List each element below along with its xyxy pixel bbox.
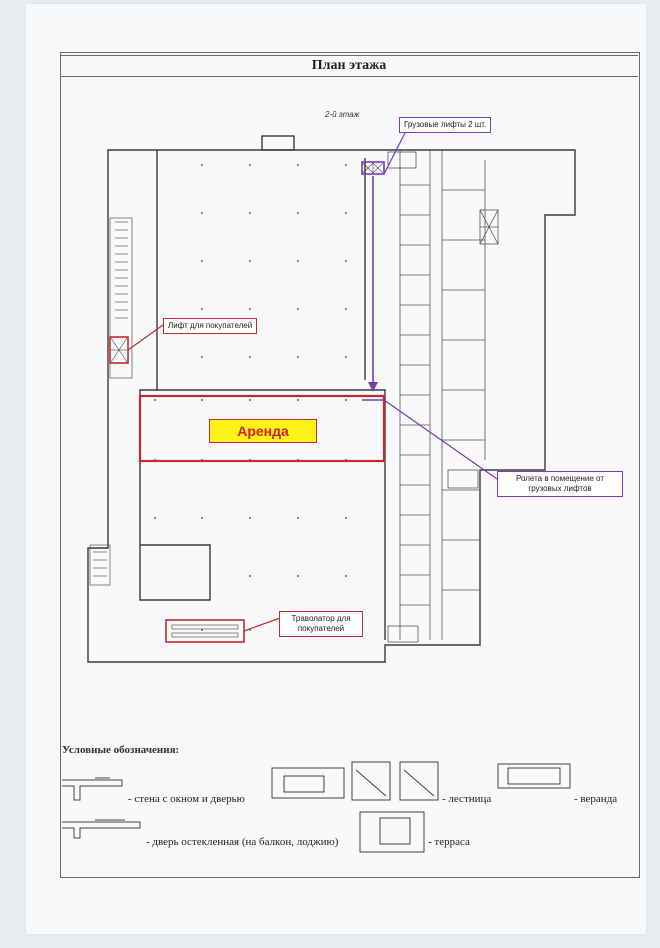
floor-label: 2-й этаж <box>325 110 360 119</box>
rent-area <box>138 394 386 463</box>
left-corridor <box>89 217 133 586</box>
building-walls <box>87 135 576 663</box>
legend-terrace: - терраса <box>428 836 470 848</box>
right-rooms <box>387 150 499 643</box>
page-title: План этажа <box>311 58 387 73</box>
document-frame <box>60 52 640 878</box>
freight-lifts-label: Грузовые лифты 2 шт. <box>399 117 492 133</box>
shutter-label: Ролета в помещение от грузовых лифтов <box>497 471 623 497</box>
rent-label: Аренда <box>209 419 317 443</box>
travelator-label: Траволатор для покупателей <box>279 611 363 637</box>
travelator <box>165 617 281 643</box>
column-grid <box>154 164 347 631</box>
document-sheet <box>26 4 646 934</box>
legend-door: - дверь остекленная (на балкон, лоджию) <box>146 836 339 848</box>
legend-wall: - стена с окном и дверью <box>128 793 245 805</box>
customer-lift <box>109 324 164 364</box>
legend-veranda: - веранда <box>574 793 618 805</box>
legend-title: Условные обозначения: <box>62 744 180 756</box>
customer-lift-label: Лифт для покупателей <box>163 318 258 334</box>
freight-lifts <box>361 161 385 175</box>
title-bar: План этажа <box>60 55 638 77</box>
legend-stairs: - лестница <box>442 793 492 805</box>
legend-symbols <box>62 761 571 853</box>
